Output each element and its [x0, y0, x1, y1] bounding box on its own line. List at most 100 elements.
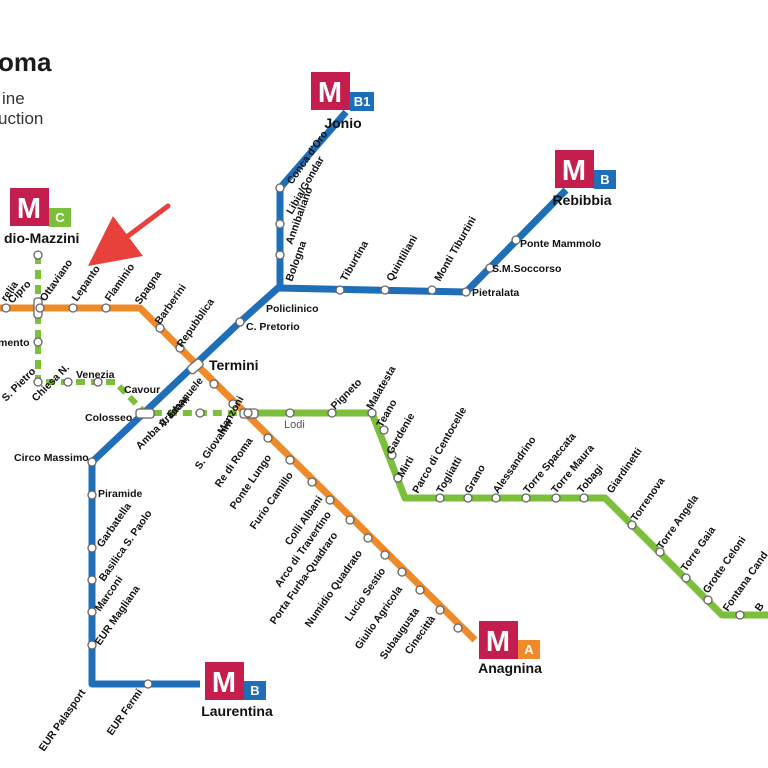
terminal-anagnina: M A Anagnina [478, 621, 542, 676]
station-node [521, 493, 531, 503]
station-label: Flaminio [103, 261, 138, 303]
station-node [453, 623, 463, 633]
station-node [335, 285, 345, 295]
metro-logo-icon [205, 662, 244, 700]
station-node [380, 285, 390, 295]
station-node [485, 263, 495, 273]
terminal-name: Anagnina [478, 660, 542, 676]
line-badge-icon [594, 170, 616, 189]
station-node [285, 408, 295, 418]
station-label: Policlinico [266, 303, 319, 315]
line-badge-icon [350, 92, 374, 111]
line-badge-label: A [524, 642, 534, 657]
station-node [35, 303, 45, 313]
colosseo-interchange [135, 408, 155, 419]
line-c-track [248, 409, 768, 619]
station-node [175, 343, 185, 353]
station-label: Ponte Mammolo [520, 238, 601, 250]
station-node [463, 493, 473, 503]
station-node [345, 515, 355, 525]
station-node [155, 323, 165, 333]
line-badge-icon [244, 681, 266, 700]
station-label: Barberini [153, 282, 189, 327]
station-node [491, 493, 501, 503]
station-node [367, 408, 377, 418]
pointer-arrow-icon [88, 203, 171, 266]
metro-logo-icon [555, 150, 594, 188]
station-node [87, 607, 97, 617]
station-node [33, 337, 43, 347]
station-node [363, 533, 373, 543]
line-badge-label: B [600, 172, 609, 187]
termini-interchange [186, 358, 204, 375]
station-node [307, 477, 317, 487]
station-label: Pigneto [329, 376, 365, 412]
station-node [327, 408, 337, 418]
station-label: Torrenova [629, 475, 668, 523]
station-node [275, 183, 285, 193]
station-node [427, 285, 437, 295]
terminal-jonio: M B1 Jonio [311, 72, 374, 131]
station-label: Quintiliani [384, 233, 420, 284]
metro-logo-icon [10, 188, 49, 226]
station-label: Venezia [76, 369, 115, 381]
station-node [87, 575, 97, 585]
station-node [325, 495, 335, 505]
terminal-name: Jonio [324, 115, 361, 131]
station-node [143, 679, 153, 689]
station-node [275, 219, 285, 229]
station-node [511, 235, 521, 245]
station-node [435, 493, 445, 503]
station-node [1, 303, 11, 313]
station-node [101, 303, 111, 313]
station-node [461, 287, 471, 297]
station-label-lodi: Lodi [284, 419, 305, 431]
terminal-laurentina: M B Laurentina [201, 662, 273, 719]
station-node [393, 473, 403, 483]
terminal-mazzini: M C dio-Mazzini [4, 188, 79, 246]
station-label: Tiburtina [338, 239, 371, 284]
terminal-rebibbia: M B Rebibbia [552, 150, 616, 208]
line-badge-label: C [55, 210, 65, 225]
station-label: Mirti [395, 454, 417, 479]
metro-logo-icon [311, 72, 350, 110]
station-node [87, 640, 97, 650]
station-label: Pietralata [472, 287, 519, 299]
legend-title: oma [0, 47, 52, 77]
station-node [63, 377, 73, 387]
terminal-name: Laurentina [201, 703, 273, 719]
line-c-construction [35, 255, 248, 416]
station-label: Spagna [133, 269, 165, 307]
station-node [87, 457, 97, 467]
station-label: Bologna [284, 239, 310, 283]
station-label: Lepanto [70, 263, 103, 303]
line-badge-icon [518, 640, 540, 659]
station-label: Giardinetti [605, 446, 645, 496]
station-label: EUR Magliana [93, 583, 143, 647]
station-node [735, 610, 745, 620]
station-node [243, 408, 253, 418]
station-node [387, 450, 397, 460]
station-label-termini: Termini [209, 357, 259, 373]
station-node [681, 573, 691, 583]
station-node [68, 303, 78, 313]
line-badge-label: B [250, 683, 259, 698]
station-node [87, 490, 97, 500]
station-label: Grano [462, 463, 488, 496]
station-nodes [1, 183, 745, 689]
station-label: Torre Gaia [679, 524, 719, 573]
station-node [380, 550, 390, 560]
station-label: Piramide [98, 488, 143, 500]
station-label: C. Pretorio [246, 321, 300, 333]
station-node [415, 585, 425, 595]
station-label: Cavour [124, 384, 160, 396]
station-node [33, 377, 43, 387]
line-c [35, 255, 768, 619]
station-node [579, 493, 589, 503]
station-node [379, 425, 389, 435]
terminal-name: dio-Mazzini [4, 230, 79, 246]
station-node [703, 595, 713, 605]
station-node [263, 433, 273, 443]
station-label: EUR Fermi [105, 687, 146, 738]
station-label: EUR Palasport [37, 687, 89, 754]
